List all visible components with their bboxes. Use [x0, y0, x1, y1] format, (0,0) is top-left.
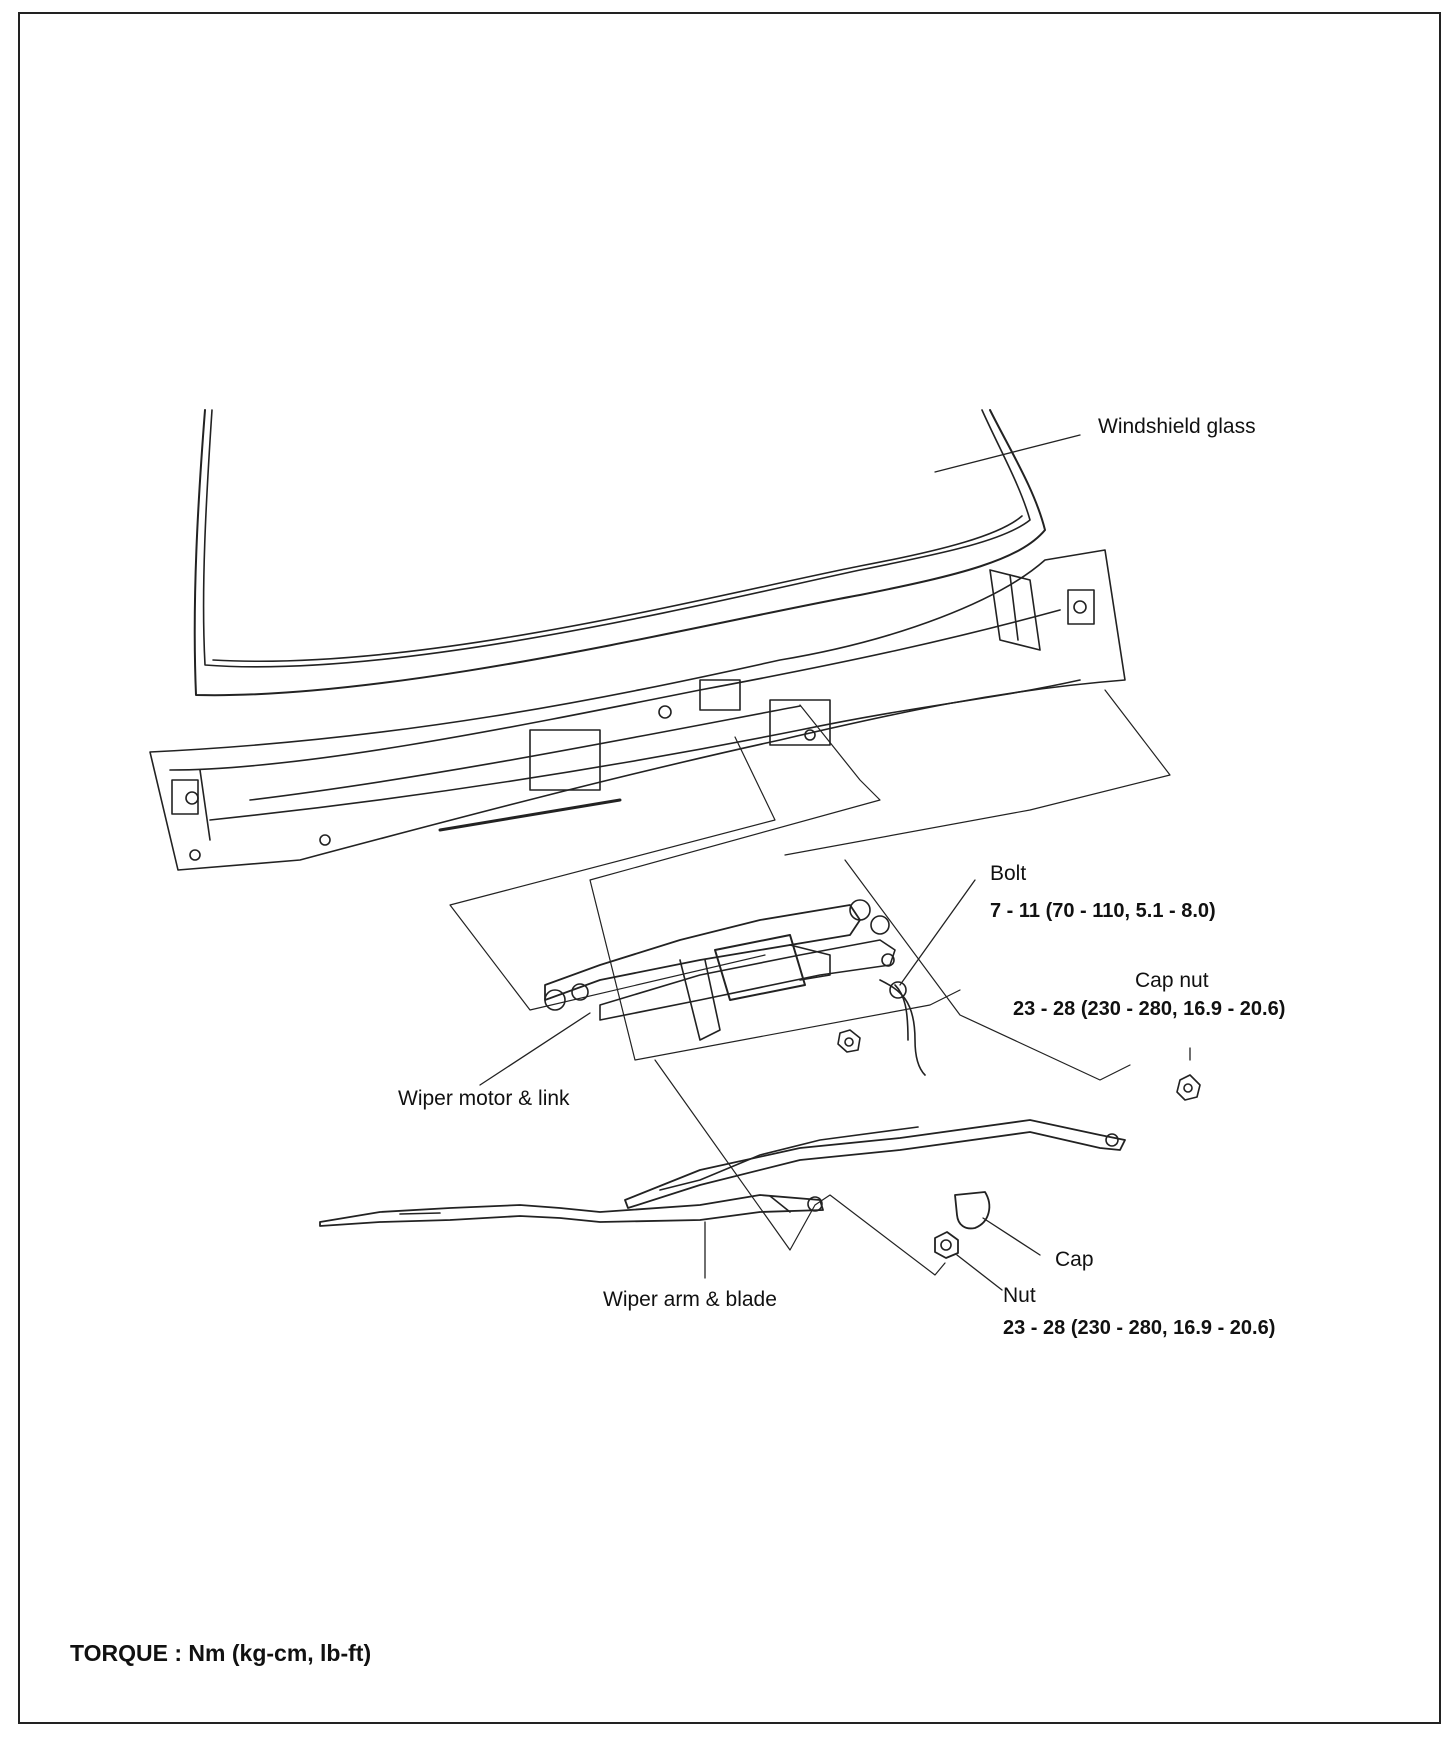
cap-part [954, 1191, 1041, 1256]
cowl-panel [149, 549, 1126, 871]
wiper-arm-and-blade-left [319, 1194, 824, 1227]
wiper-motor-link-label: Wiper motor & link [398, 1087, 570, 1110]
nut-part [934, 1231, 1003, 1291]
windshield-glass-label: Windshield glass [1098, 415, 1256, 438]
wiper-arm-blade-label: Wiper arm & blade [603, 1288, 777, 1311]
bolt-label: Bolt [990, 862, 1027, 885]
nut-torque-spec: 23 - 28 (230 - 280, 16.9 - 20.6) [1003, 1317, 1276, 1339]
cap-label: Cap [1055, 1248, 1094, 1271]
windshield-glass-outline [193, 409, 1046, 697]
cap-nut-label: Cap nut [1135, 969, 1209, 992]
torque-units-footer: TORQUE : Nm (kg-cm, lb-ft) [70, 1640, 372, 1666]
bolt-torque-spec: 7 - 11 (70 - 110, 5.1 - 8.0) [990, 900, 1216, 922]
windshield-leader-line [934, 434, 1081, 473]
cap-nut-torque-spec: 23 - 28 (230 - 280, 16.9 - 20.6) [1013, 998, 1286, 1020]
nut-label: Nut [1003, 1284, 1036, 1307]
wiper-motor-leader-line [479, 1012, 591, 1086]
diagram-frame [18, 12, 1441, 1724]
alignment-guide-lines [449, 689, 1171, 1276]
wiper-motor-and-link [544, 899, 926, 1076]
bolt-leader-line [899, 879, 976, 986]
wiper-arm-and-blade-right [624, 1074, 1201, 1209]
